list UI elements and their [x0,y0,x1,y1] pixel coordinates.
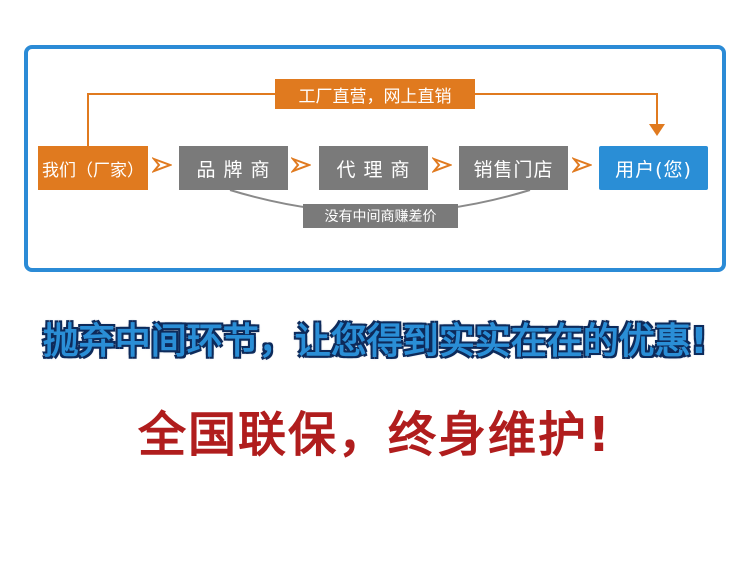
slogan-warranty: 全国联保，终身维护! [138,407,612,463]
brand-dealer-box: 品 牌 商 [179,146,288,190]
arrow-icon [432,157,452,173]
arrow-icon [291,157,311,173]
direct-sales-label: 工厂直营，网上直销 [275,79,475,109]
slogan-discount: 抛弃中间环节，让您得到实实在在的优惠! [42,321,708,362]
retail-store-box: 销售门店 [459,146,568,190]
agent-box: 代 理 商 [319,146,428,190]
arrow-icon [572,157,592,173]
arrow-icon [152,157,172,173]
direct-sales-arrowhead [649,124,665,136]
no-middleman-label: 没有中间商赚差价 [303,204,458,228]
user-box: 用户(您) [599,146,708,190]
manufacturer-box: 我们（厂家） [38,146,148,190]
